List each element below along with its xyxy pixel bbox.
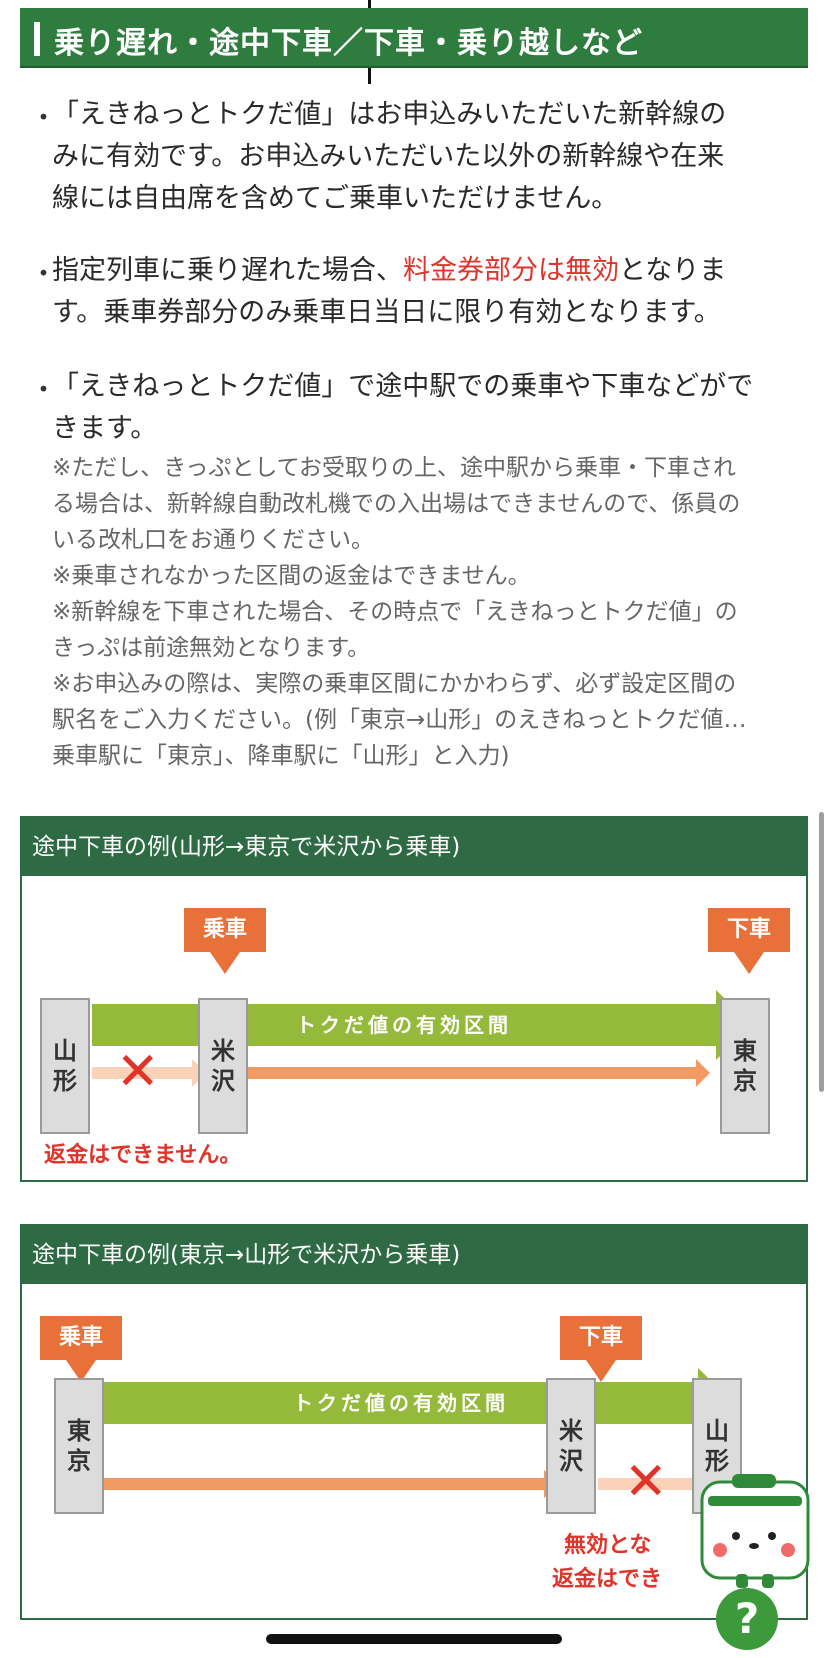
- text-line: す。乗車券部分のみ乗車日当日に限り有効となります。: [52, 297, 721, 328]
- note-line: いる改札口をお通りください。: [52, 527, 374, 553]
- scrollbar-thumb[interactable]: [819, 812, 824, 1092]
- header-accent-bar: [34, 22, 40, 56]
- text-line: みに有効です。お申込みいただいた以外の新幹線や在来: [52, 141, 725, 172]
- example-panel-tokyo-yamagata: 途中下車の例(東京→山形で米沢から乗車) 乗車 下車 トクだ値の有効区間 ✕ 東…: [20, 1224, 808, 1620]
- station-char: 沢: [211, 1067, 235, 1095]
- bullet-text-midway-stations: 「えきねっとトクだ値」で途中駅での乗車や下車などがで きます。: [52, 366, 807, 450]
- example-panel-yamagata-tokyo: 途中下車の例(山形→東京で米沢から乗車) 乗車 下車 トクだ値の有効区間 ✕ 山…: [20, 816, 808, 1182]
- station-char: 東: [733, 1037, 757, 1065]
- station-tokyo: 東京: [54, 1378, 104, 1514]
- station-tokyo: 東京: [720, 998, 770, 1134]
- example-panel-title: 途中下車の例(東京→山形で米沢から乗車): [22, 1226, 806, 1284]
- invalid-note-line: 無効とな: [564, 1533, 652, 1558]
- text-segment: となりま: [619, 255, 727, 286]
- valid-section-arrow: トクだ値の有効区間: [104, 1368, 734, 1438]
- station-char: 東: [67, 1417, 91, 1445]
- note-line: ※新幹線を下車された場合、その時点で「えきねっとトクだ値」の: [52, 599, 738, 625]
- note-line: きっぷは前途無効となります。: [52, 635, 371, 661]
- bullet-text-valid-only: 「えきねっとトクだ値」はお申込みいただいた新幹線の みに有効です。お申込みいただ…: [52, 94, 807, 220]
- ride-section-arrow: [248, 1059, 710, 1087]
- station-char: 形: [705, 1447, 729, 1475]
- red-emphasis-text: 料金券部分は無効: [403, 255, 619, 286]
- text-line: 「えきねっとトクだ値」で途中駅での乗車や下車などがで: [52, 371, 754, 402]
- valid-section-label: トクだ値の有効区間: [296, 1013, 512, 1037]
- board-callout: 乗車: [184, 908, 266, 974]
- bullet-marker: ・: [30, 103, 57, 134]
- text-line: 指定列車に乗り遅れた場合、料金券部分は無効となりま: [52, 250, 807, 292]
- mascot-character-icon[interactable]: [692, 1474, 816, 1592]
- text-segment: 指定列車に乗り遅れた場合、: [52, 255, 403, 286]
- example-panel-title: 途中下車の例(山形→東京で米沢から乗車): [22, 818, 806, 876]
- note-line: 駅名をご入力ください。(例「東京→山形」のえきねっとトクだ値…: [52, 707, 747, 733]
- route-diagram: 乗車 下車 トクだ値の有効区間 ✕ 東京 米沢 山形 無効とな 返金はでき。: [22, 1284, 806, 1618]
- text-segment: 返金はでき: [552, 1567, 663, 1592]
- no-refund-note: 返金はできません。: [44, 1143, 242, 1168]
- text-line: きます。: [52, 413, 158, 444]
- station-char: 山: [53, 1037, 77, 1065]
- station-char: 山: [705, 1417, 729, 1445]
- bullet-marker: ・: [30, 259, 57, 290]
- section-title: 乗り遅れ・途中下車／下車・乗り越しなど: [54, 26, 643, 61]
- note-line: ※乗車されなかった区間の返金はできません。: [52, 563, 531, 589]
- station-char: 形: [53, 1067, 77, 1095]
- invalid-section-x-icon: ✕: [624, 1452, 668, 1512]
- notes-block: ※ただし、きっぷとしてお受取りの上、途中駅から乗車・下車され る場合は、新幹線自…: [52, 450, 807, 774]
- bullet-marker: ・: [30, 375, 57, 406]
- station-char: 京: [733, 1067, 757, 1095]
- board-callout: 乗車: [40, 1316, 122, 1382]
- valid-section-arrow: トクだ値の有効区間: [92, 990, 752, 1060]
- note-line: ※お申込みの際は、実際の乗車区間にかかわらず、必ず設定区間の: [52, 671, 737, 697]
- alight-callout: 下車: [708, 908, 790, 974]
- station-char: 沢: [559, 1447, 583, 1475]
- station-char: 京: [67, 1447, 91, 1475]
- note-line: ※ただし、きっぷとしてお受取りの上、途中駅から乗車・下車され: [52, 455, 736, 481]
- station-yamagata: 山形: [40, 998, 90, 1134]
- no-refund-x-icon: ✕: [116, 1042, 160, 1102]
- bullet-text-missed-train: 指定列車に乗り遅れた場合、料金券部分は無効となりま す。乗車券部分のみ乗車日当日…: [52, 250, 807, 334]
- station-char: 米: [559, 1417, 583, 1445]
- text-line: 線には自由席を含めてご乗車いただけません。: [52, 183, 619, 214]
- valid-section-label: トクだ値の有効区間: [293, 1391, 509, 1415]
- note-line: る場合は、新幹線自動改札機での入出場はできませんので、係員の: [52, 491, 741, 517]
- note-line: 乗車駅に「東京」、降車駅に「山形」と入力): [52, 743, 510, 769]
- section-header: 乗り遅れ・途中下車／下車・乗り越しなど: [20, 8, 808, 68]
- route-diagram: 乗車 下車 トクだ値の有効区間 ✕ 山形 米沢 東京 返金はできません。: [22, 876, 806, 1176]
- station-char: 米: [211, 1037, 235, 1065]
- help-button[interactable]: ?: [716, 1588, 778, 1650]
- ride-section-arrow: [104, 1470, 558, 1498]
- home-indicator[interactable]: [266, 1634, 562, 1644]
- text-line: 「えきねっとトクだ値」はお申込みいただいた新幹線の: [52, 99, 727, 130]
- station-yonezawa: 米沢: [198, 998, 248, 1134]
- alight-callout: 下車: [560, 1316, 642, 1382]
- station-yonezawa: 米沢: [546, 1378, 596, 1514]
